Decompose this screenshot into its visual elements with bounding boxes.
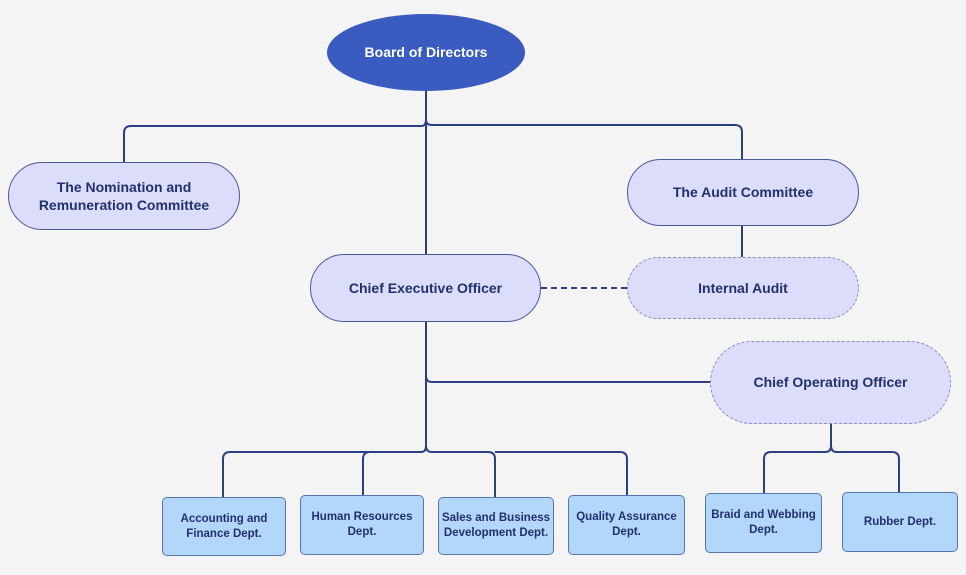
node-ceo[interactable]: Chief Executive Officer <box>310 254 541 322</box>
node-board-of-directors[interactable]: Board of Directors <box>327 14 525 91</box>
edge-ceo-sales <box>425 445 496 497</box>
edge-coo-rubber <box>830 445 900 492</box>
node-label: Accounting and Finance Dept. <box>180 512 268 540</box>
node-internal-audit[interactable]: Internal Audit <box>627 257 859 319</box>
node-label: Internal Audit <box>698 279 788 296</box>
edge-board-audit-committee <box>425 119 743 159</box>
edge-ceo-accounting <box>222 445 427 497</box>
node-label: The Audit Committee <box>672 184 814 201</box>
node-nomination-committee[interactable]: The Nomination and Remuneration Committe… <box>8 162 240 230</box>
node-braid-webbing-dept[interactable]: Braid and Webbing Dept. <box>705 493 822 553</box>
node-human-resources-dept[interactable]: Human Resources Dept. <box>300 495 424 555</box>
edge-ceo-qa <box>495 451 628 495</box>
node-label: Board of Directors <box>364 44 488 61</box>
node-label: Human Resources Dept. <box>311 511 413 538</box>
node-label: Rubber Dept. <box>863 515 937 528</box>
node-label: Braid and Webbing Dept. <box>711 509 816 536</box>
node-label: Quality Assurance Dept. <box>576 511 677 538</box>
node-audit-committee[interactable]: The Audit Committee <box>627 159 859 226</box>
edge-board-nomination <box>123 119 427 162</box>
edge-ceo-coo <box>425 375 710 383</box>
node-accounting-finance-dept[interactable]: Accounting and Finance Dept. <box>162 497 286 556</box>
edge-ceo-hr <box>362 451 371 497</box>
node-label: Chief Operating Officer <box>753 374 908 391</box>
node-quality-assurance-dept[interactable]: Quality Assurance Dept. <box>568 495 685 555</box>
node-rubber-dept[interactable]: Rubber Dept. <box>842 492 958 552</box>
node-label: Chief Executive Officer <box>348 279 503 296</box>
edge-coo-braid <box>763 445 832 493</box>
node-coo[interactable]: Chief Operating Officer <box>710 341 951 424</box>
node-label: Sales and Business Development Dept. <box>441 512 551 539</box>
node-sales-business-dev-dept[interactable]: Sales and Business Development Dept. <box>438 497 554 555</box>
node-label: The Nomination and Remuneration Committe… <box>38 178 210 213</box>
